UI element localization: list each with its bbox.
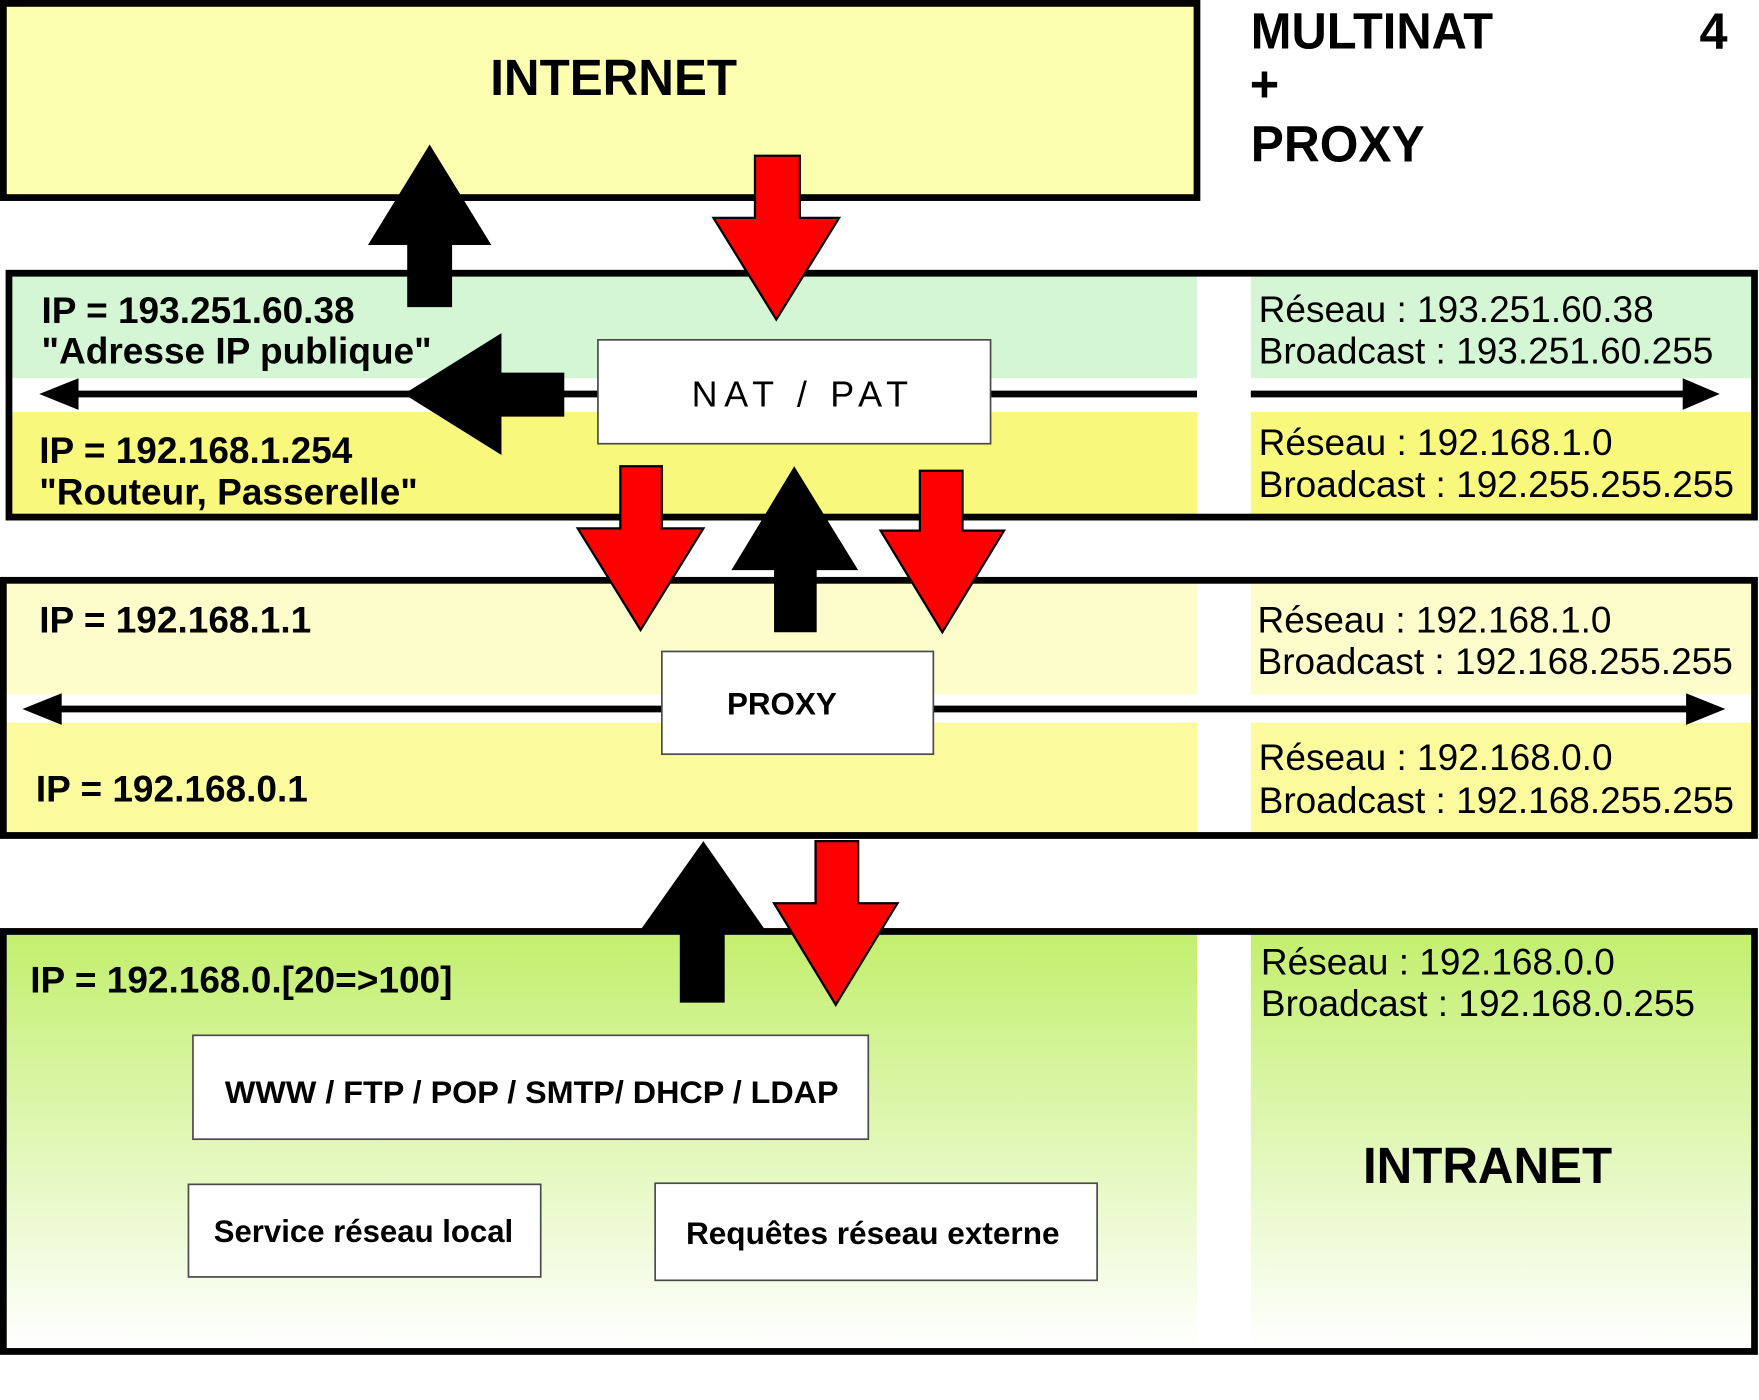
outbound-arrow-to-internet-icon: [367, 144, 492, 308]
router-wan-ip: IP = 193.251.60.38: [42, 289, 355, 331]
proxy-zone: IP = 192.168.1.1 IP = 192.168.0.1 Réseau…: [0, 576, 1758, 839]
inbound-arrow-to-proxy-left-icon: [575, 465, 706, 633]
title-main: MULTINAT: [1251, 2, 1493, 59]
proxy-network-arrowhead-right: [1686, 693, 1726, 725]
nat-pat-box: [597, 338, 992, 445]
internet-box: [0, 0, 1201, 201]
outbound-arrow-to-proxy-icon: [639, 841, 767, 1003]
router-zone: IP = 193.251.60.38 "Adresse IP publique"…: [5, 269, 1758, 521]
router-network-arrowhead-right: [1682, 378, 1720, 410]
title-sub: PROXY: [1251, 115, 1425, 172]
inbound-arrow-from-internet-icon: [711, 154, 842, 322]
proxy-frame: [0, 576, 1758, 839]
router-lan-broadcast: Broadcast : 192.255.255.255: [1259, 463, 1734, 505]
proxy-downstream-band-left: [6, 722, 1197, 833]
proxy-box: [661, 650, 935, 756]
proxy-downstream-band-right: [1250, 722, 1752, 833]
router-wan-note: "Adresse IP publique": [42, 329, 432, 371]
intranet-network: Réseau : 192.168.0.0: [1261, 940, 1615, 982]
proxy-downstream-ip: IP = 192.168.0.1: [36, 768, 308, 810]
local-service-box: [187, 1183, 542, 1278]
intranet-ip-range: IP = 192.168.0.[20=>100]: [30, 958, 452, 1000]
internet-zone: INTERNET: [0, 0, 1201, 201]
external-requests-label: Requêtes réseau externe: [686, 1215, 1060, 1251]
services-box: [192, 1034, 870, 1141]
outbound-arrow-to-router-icon: [731, 466, 859, 633]
proxy-device-label: PROXY: [727, 686, 837, 722]
slide-number: 4: [1700, 2, 1728, 59]
proxy-upstream-band-right: [1250, 583, 1752, 695]
title-plus: +: [1250, 55, 1279, 112]
intranet-broadcast: Broadcast : 192.168.0.255: [1261, 982, 1695, 1024]
internet-label: INTERNET: [490, 49, 737, 106]
proxy-upstream-ip: IP = 192.168.1.1: [39, 598, 311, 640]
intranet-band-right: [1250, 934, 1752, 1349]
proxy-upstream-band-left: [6, 583, 1197, 695]
router-network-arrowhead-left: [39, 378, 79, 410]
router-frame: [5, 269, 1758, 521]
services-label: WWW / FTP / POP / SMTP/ DHCP / LDAP: [225, 1074, 839, 1110]
inbound-arrow-to-proxy-right-icon: [878, 469, 1007, 635]
router-lan-band-right: [1250, 412, 1753, 516]
proxy-downstream-broadcast: Broadcast : 192.168.255.255: [1259, 779, 1734, 821]
router-lan-network: Réseau : 192.168.1.0: [1259, 421, 1613, 463]
nat-pat-label: NAT / PAT: [692, 373, 909, 414]
proxy-network-arrowhead-left: [22, 693, 62, 725]
router-wan-network: Réseau : 193.251.60.38: [1259, 288, 1654, 330]
proxy-downstream-network: Réseau : 192.168.0.0: [1259, 736, 1613, 778]
nat-outbound-arrow-icon: [403, 333, 565, 455]
intranet-label: INTRANET: [1363, 1137, 1612, 1194]
proxy-upstream-broadcast: Broadcast : 192.168.255.255: [1258, 640, 1733, 682]
router-lan-note: "Routeur, Passerelle": [39, 471, 418, 513]
diagram-title: MULTINAT 4 + PROXY: [1250, 2, 1728, 172]
inbound-arrow-to-intranet-icon: [772, 840, 900, 1008]
router-wan-broadcast: Broadcast : 193.251.60.255: [1259, 329, 1714, 371]
flow-arrows: [367, 144, 1007, 1008]
external-requests-box: [654, 1182, 1098, 1282]
proxy-upstream-network: Réseau : 192.168.1.0: [1258, 598, 1612, 640]
router-wan-band-right: [1250, 275, 1753, 379]
intranet-zone: IP = 192.168.0.[20=>100] Réseau : 192.16…: [0, 928, 1758, 1355]
local-service-label: Service réseau local: [214, 1213, 514, 1249]
router-lan-ip: IP = 192.168.1.254: [39, 429, 352, 471]
